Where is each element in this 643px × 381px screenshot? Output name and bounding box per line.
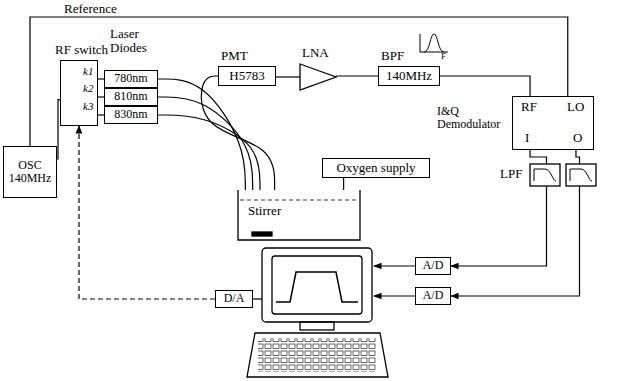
node-outline	[530, 164, 596, 186]
da-converter-box: D/A	[215, 290, 253, 308]
group-label: Laser Diodes	[110, 27, 156, 56]
filter-box	[530, 164, 560, 186]
node-heading: BPF	[381, 49, 404, 63]
connector	[343, 178, 344, 190]
node-heading: RF switch	[55, 43, 108, 57]
illustration-part	[420, 34, 421, 52]
filter-box	[566, 164, 596, 186]
node-heading: LPF	[500, 167, 522, 181]
illustration-part	[300, 322, 334, 330]
connector	[336, 75, 378, 76]
node-text: Oxygen supply	[336, 161, 415, 175]
illustration-part	[424, 34, 444, 52]
port-label: RF	[521, 100, 537, 114]
liquid-surface	[240, 200, 358, 201]
illustration-part	[272, 256, 362, 314]
amplifier-triangle	[300, 64, 336, 90]
switch-label: k1	[83, 65, 93, 77]
bandpass-filter-box: 140MHzBPF	[378, 66, 440, 86]
illustration-part	[247, 333, 388, 377]
connector	[451, 186, 547, 266]
outline-strokes	[300, 64, 336, 90]
computer-links	[253, 266, 415, 299]
signal-label: Reference	[62, 2, 119, 16]
illustration-part	[253, 298, 262, 299]
port-label: O	[573, 131, 582, 145]
laser-diode-box: 810nm	[104, 88, 158, 106]
beaker-wall	[238, 190, 360, 240]
connector	[30, 17, 568, 146]
oxygen-supply-box: Oxygen supply	[322, 158, 430, 178]
connector	[576, 150, 580, 164]
laser-diode-box: 780nm	[104, 70, 158, 88]
node-text: OSC 140MHz	[7, 159, 53, 185]
stirrer-bar	[252, 232, 272, 236]
node-outline	[300, 64, 336, 90]
connector	[276, 76, 300, 77]
node-text: 780nm	[114, 72, 147, 85]
iq-demodulator-box: I&Q DemodulatorRFLOIO	[512, 96, 594, 150]
connector	[530, 150, 546, 164]
connector	[440, 76, 530, 96]
connector	[79, 126, 215, 299]
ad-converter-box: A/D	[415, 287, 451, 305]
switch-label: k3	[83, 100, 93, 112]
switch-label: k2	[83, 82, 93, 94]
illustration-part	[374, 265, 415, 266]
node-heading: PMT	[221, 49, 248, 63]
node-heading: LNA	[302, 46, 329, 60]
connector	[451, 186, 580, 296]
outline-strokes	[530, 164, 596, 186]
pmt-box: H5783PMT	[218, 66, 276, 86]
connector	[158, 115, 260, 190]
illustration-part	[258, 338, 376, 372]
node-text: 810nm	[114, 90, 147, 103]
lowpass-symbol	[534, 169, 556, 181]
oscillator-box: OSC 140MHz	[3, 146, 57, 198]
node-text: H5783	[229, 69, 264, 83]
node-text: 140MHz	[386, 69, 432, 83]
illustration-part	[374, 295, 415, 296]
lowpass-filter-box: LPF	[530, 164, 596, 186]
node-text: 830nm	[114, 108, 147, 121]
laser-diode-box: 830nm	[104, 106, 158, 124]
connector	[158, 97, 253, 190]
connector	[201, 76, 274, 190]
node-heading: Stirrer	[248, 204, 281, 218]
port-label: I	[525, 131, 529, 145]
node-text: D/A	[224, 292, 245, 305]
lowpass-symbol	[570, 169, 592, 181]
axis-label: F	[441, 52, 446, 62]
sample-beaker: Stirrer	[238, 190, 360, 240]
filter-response-icon	[420, 34, 448, 52]
illustration-part	[276, 272, 358, 302]
lna-amplifier: LNA	[300, 64, 336, 90]
ad-converter-box: A/D	[415, 257, 451, 275]
node-text: A/D	[423, 289, 444, 302]
outline-strokes	[238, 190, 360, 240]
node-text: A/D	[423, 259, 444, 272]
port-label: LO	[567, 100, 584, 114]
illustration-part	[262, 248, 372, 322]
computer	[247, 248, 388, 377]
node-heading: I&Q Demodulator	[437, 105, 507, 131]
